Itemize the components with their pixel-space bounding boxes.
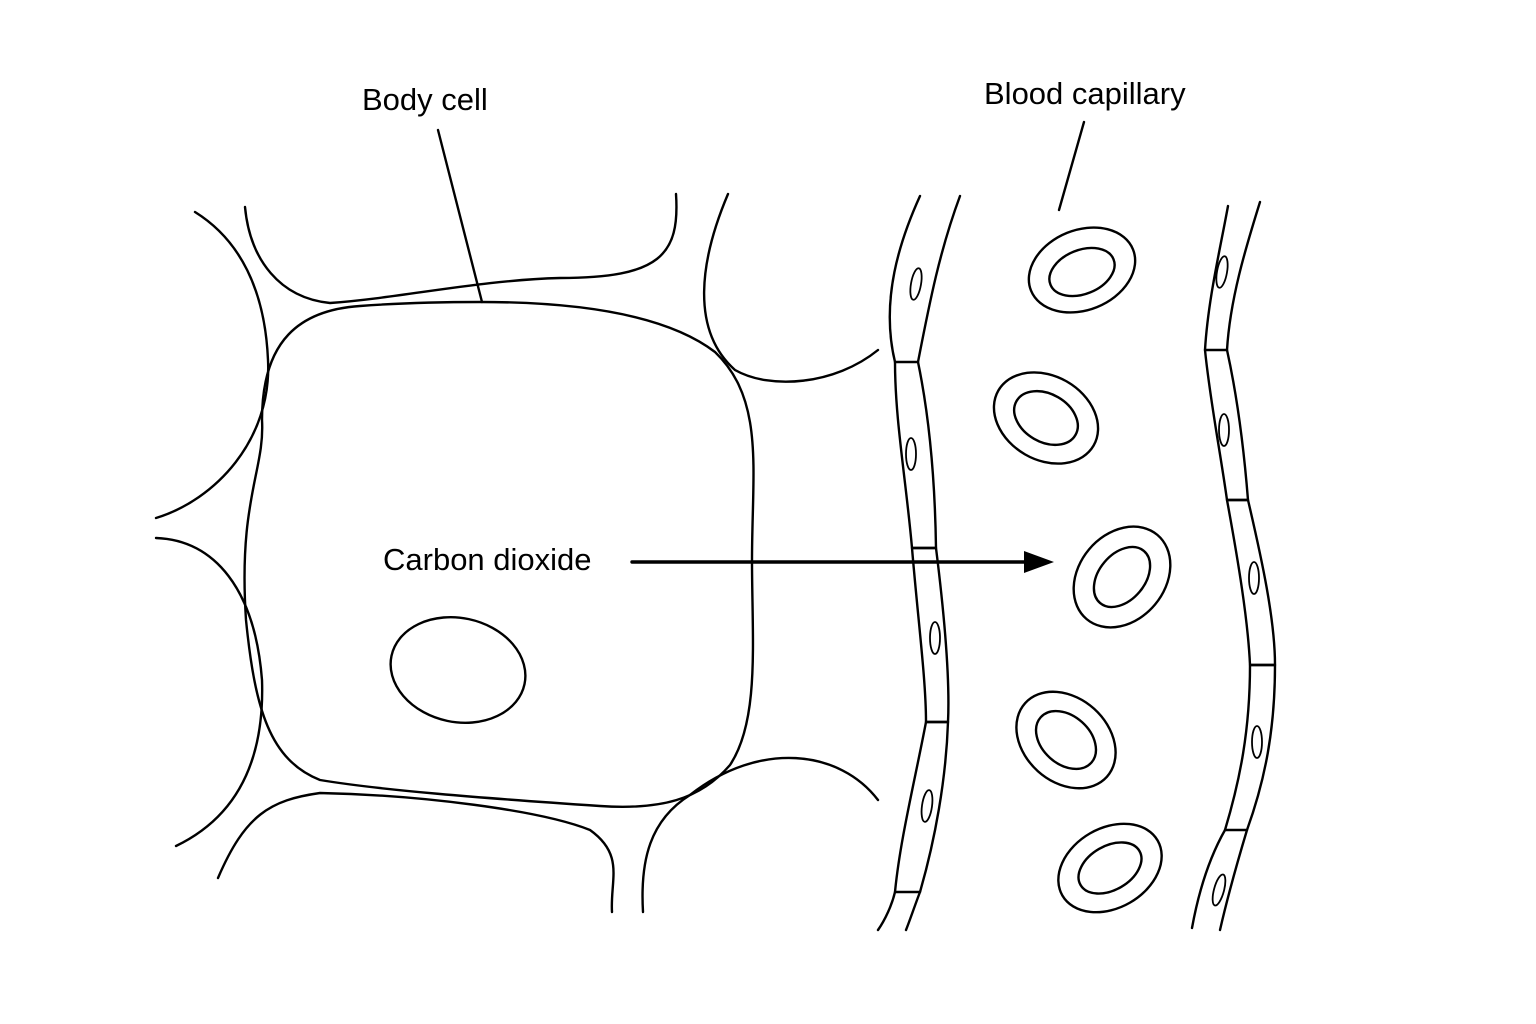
red-blood-cell-5 xyxy=(1057,822,1163,914)
nucleus xyxy=(389,616,527,724)
carbon-dioxide-arrow xyxy=(630,551,1054,573)
body-cell-label: Body cell xyxy=(362,82,488,117)
arrowhead-icon xyxy=(1024,551,1054,573)
neighbour-cell-top-right xyxy=(702,192,880,383)
red-blood-cells xyxy=(992,226,1172,914)
neighbour-cell-bottom-left xyxy=(154,536,264,848)
body-cell xyxy=(243,300,755,809)
neighbour-cell-bottom xyxy=(216,791,615,914)
red-blood-cell-4 xyxy=(1015,690,1117,790)
blood-capillary-label: Blood capillary xyxy=(984,76,1186,111)
capillary-leader-line xyxy=(1057,120,1086,212)
body-cell-membrane xyxy=(243,300,755,809)
capillary-wall-right xyxy=(1190,200,1277,932)
neighbour-cell-top-left xyxy=(154,210,270,520)
neighbour-cell-bottom-right xyxy=(641,756,880,914)
red-blood-cell-1 xyxy=(1027,226,1137,314)
neighbouring-cells xyxy=(154,192,880,914)
capillary-wall-left xyxy=(876,194,962,932)
red-blood-cell-2 xyxy=(992,371,1100,465)
body-cell-leader-line xyxy=(436,128,484,304)
red-blood-cell-3 xyxy=(1072,525,1172,629)
carbon-dioxide-label: Carbon dioxide xyxy=(383,542,592,577)
neighbour-cell-top xyxy=(243,192,678,305)
